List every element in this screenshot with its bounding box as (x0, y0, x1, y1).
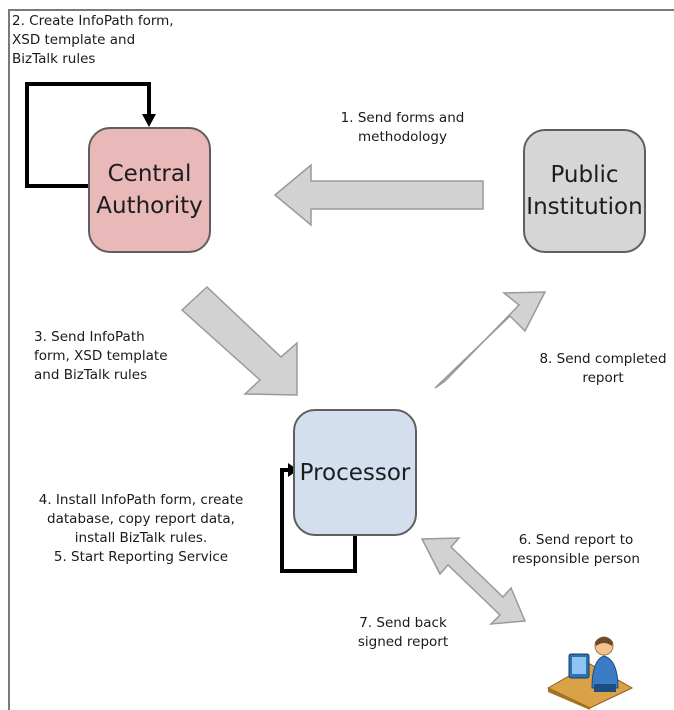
arrow-report-exchange (420, 537, 527, 625)
self-loop-central-arrowhead (142, 114, 156, 127)
frame-left-line (8, 9, 10, 710)
step-8-label: 8. Send completed report (539, 351, 667, 386)
arrow-send-infopath (180, 285, 298, 396)
step-3-label: 3. Send InfoPath form, XSD template and … (34, 329, 168, 383)
step-1-label: 1. Send forms and methodology (340, 110, 465, 145)
person-at-computer-icon (546, 636, 634, 710)
node-processor-label: Processor (299, 459, 411, 486)
node-central-authority: Central Authority (88, 127, 211, 253)
step-4-5-label: 4. Install InfoPath form, create databas… (38, 492, 244, 565)
arrow-send-completed (434, 291, 547, 389)
self-loop-processor (280, 468, 357, 573)
node-central-label: Central Authority (96, 161, 203, 219)
node-processor: Processor (293, 409, 417, 536)
step-7-label: 7. Send back signed report (357, 615, 449, 650)
self-loop-central (25, 82, 151, 188)
step-6-label: 6. Send report to responsible person (512, 532, 640, 567)
step-2-label: 2. Create InfoPath form, XSD template an… (12, 13, 174, 67)
node-public-institution: Public Institution (523, 129, 646, 253)
frame-top-line (8, 9, 674, 11)
arrow-send-forms (273, 163, 484, 227)
node-public-label: Public Institution (526, 162, 643, 220)
